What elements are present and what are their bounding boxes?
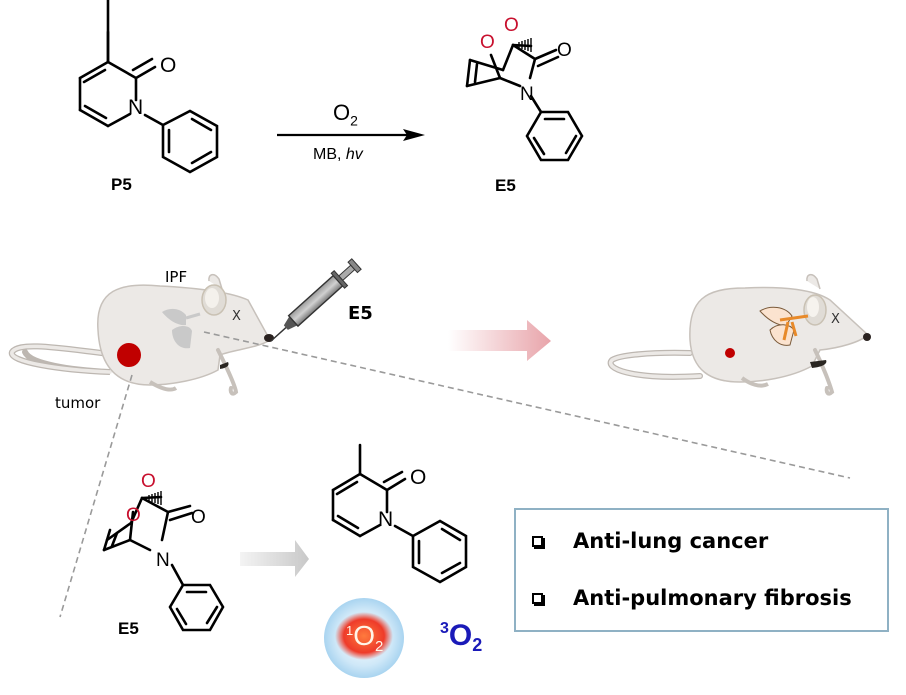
reagent-oxygen: O2 — [333, 100, 358, 129]
p5b-carbonyl-oxygen: O — [410, 466, 426, 489]
benefit-item: Anti-lung cancer — [532, 529, 768, 553]
benefit-item: Anti-pulmonary fibrosis — [532, 586, 852, 610]
e5-nitrogen: N — [520, 84, 534, 105]
mouse-after-eye: X — [831, 312, 840, 327]
e5b-peroxide-oxygen-2: O — [126, 505, 141, 526]
triplet-oxygen-label: 3O2 — [440, 619, 482, 655]
reaction-conditions: MB, hv — [313, 146, 363, 163]
reaction-arrow — [277, 129, 425, 141]
benefits-box: Anti-lung cancer Anti-pulmonary fibrosis — [514, 508, 889, 632]
molecule-e5-bottom — [102, 495, 225, 632]
e5-carbonyl-oxygen: O — [557, 40, 572, 61]
singlet-oxygen-bubble: 1O2 — [324, 598, 404, 678]
mouse-before: X — [9, 273, 274, 396]
reactant-label: P5 — [111, 175, 132, 194]
molecule-p5 — [78, 0, 219, 174]
hashed-methyl-wedge-bottom — [145, 491, 162, 505]
singlet-oxygen-label: 1O2 — [346, 620, 383, 655]
e5-peroxide-oxygen-1: O — [504, 15, 519, 36]
p5b-nitrogen: N — [378, 508, 393, 531]
tumor-dot-small — [725, 348, 735, 358]
p5-carbonyl-oxygen: O — [160, 54, 176, 77]
endoperoxide-label: E5 — [118, 619, 139, 638]
p5-nitrogen: N — [128, 96, 143, 119]
syringe-icon — [270, 258, 362, 342]
e5b-peroxide-oxygen-1: O — [141, 471, 156, 492]
zoom-line-left — [59, 374, 133, 618]
injection-label: E5 — [348, 303, 373, 324]
e5-peroxide-oxygen-2: O — [480, 32, 495, 53]
benefit-label: Anti-lung cancer — [573, 529, 769, 553]
benefit-label: Anti-pulmonary fibrosis — [573, 586, 852, 610]
mouse-before-eye: X — [232, 309, 241, 324]
tumor-label: tumor — [55, 394, 101, 412]
treatment-arrow — [448, 320, 551, 361]
ipf-label: IPF — [165, 268, 188, 286]
molecule-p5-bottom — [331, 443, 468, 584]
release-arrow — [240, 540, 309, 577]
e5b-nitrogen: N — [156, 550, 170, 571]
product-label: E5 — [495, 176, 516, 195]
checkbox-icon — [532, 592, 543, 604]
mouse-after: X — [607, 273, 871, 396]
e5b-carbonyl-oxygen: O — [191, 507, 206, 528]
tumor-dot-large — [117, 343, 141, 367]
hashed-methyl-wedge — [515, 38, 532, 52]
zoom-line-right — [203, 331, 851, 479]
checkbox-icon — [532, 535, 543, 547]
